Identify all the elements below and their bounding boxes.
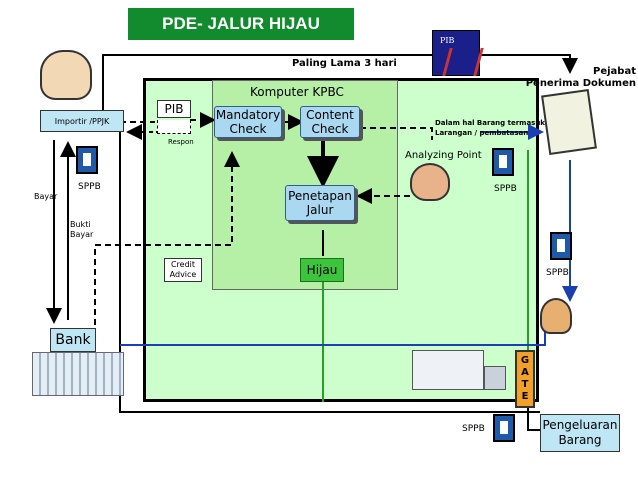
larangan-note: Dalam hal Barang termasuk Larangan / pem… bbox=[435, 119, 545, 137]
sppb-doc-icon-bottom bbox=[493, 414, 515, 442]
bayar-label: Bayar bbox=[34, 192, 58, 201]
sppb-label-right-2: SPPB bbox=[546, 268, 569, 278]
truck-trailer-icon bbox=[412, 350, 484, 390]
line-blue-bottom bbox=[120, 312, 546, 346]
pengeluaran-barang-box: Pengeluaran Barang bbox=[540, 414, 620, 452]
sppb-doc-icon-right-2 bbox=[550, 232, 572, 260]
gate-officer-icon bbox=[540, 298, 572, 334]
penetapan-jalur-box: Penetapan Jalur bbox=[285, 185, 355, 221]
sppb-doc-icon-left bbox=[76, 146, 98, 174]
bank-box: Bank bbox=[50, 328, 96, 352]
analyzing-point-label: Analyzing Point bbox=[405, 150, 482, 161]
sppb-label-bottom: SPPB bbox=[462, 424, 485, 434]
pib-box: PIB bbox=[157, 100, 191, 118]
content-check-box: Content Check bbox=[300, 106, 360, 138]
pib-building-label: PIB bbox=[440, 36, 455, 45]
sppb-doc-icon-right-1 bbox=[492, 148, 514, 176]
line-gate-pengeluaran bbox=[527, 408, 540, 431]
line-bank-credit bbox=[94, 151, 240, 345]
bukti-bayar-label: Bukti Bayar bbox=[70, 220, 94, 239]
importir-box: Importir /PPJK bbox=[40, 110, 124, 132]
respon-label: Respon bbox=[168, 138, 194, 146]
pejabat-figure-icon bbox=[541, 88, 597, 156]
line-content-analyzing bbox=[360, 127, 433, 140]
sppb-label-left: SPPB bbox=[78, 182, 101, 192]
credit-advice-box: Credit Advice bbox=[164, 258, 202, 282]
analyst-figure-icon bbox=[410, 163, 450, 201]
hijau-box: Hijau bbox=[300, 258, 344, 282]
importir-figure-icon bbox=[40, 50, 92, 100]
pib-box-bottom bbox=[157, 120, 191, 134]
duration-label: Paling Lama 3 hari bbox=[292, 58, 397, 69]
line-top bbox=[102, 54, 578, 110]
sppb-label-right-1: SPPB bbox=[494, 184, 517, 194]
page-title: PDE- JALUR HIJAU bbox=[128, 8, 354, 40]
truck-cab-icon bbox=[484, 366, 506, 390]
pib-building-icon bbox=[432, 30, 480, 76]
gate-label: G A T E bbox=[520, 355, 530, 402]
bank-building-icon bbox=[32, 352, 124, 396]
pejabat-label: Pejabat Penerima Dokumen bbox=[525, 66, 636, 89]
gate-box: G A T E bbox=[515, 350, 535, 408]
mandatory-check-box: Mandatory Check bbox=[214, 106, 282, 138]
komputer-kpbc-label: Komputer KPBC bbox=[250, 85, 344, 99]
line-importir-bottom bbox=[119, 130, 540, 413]
